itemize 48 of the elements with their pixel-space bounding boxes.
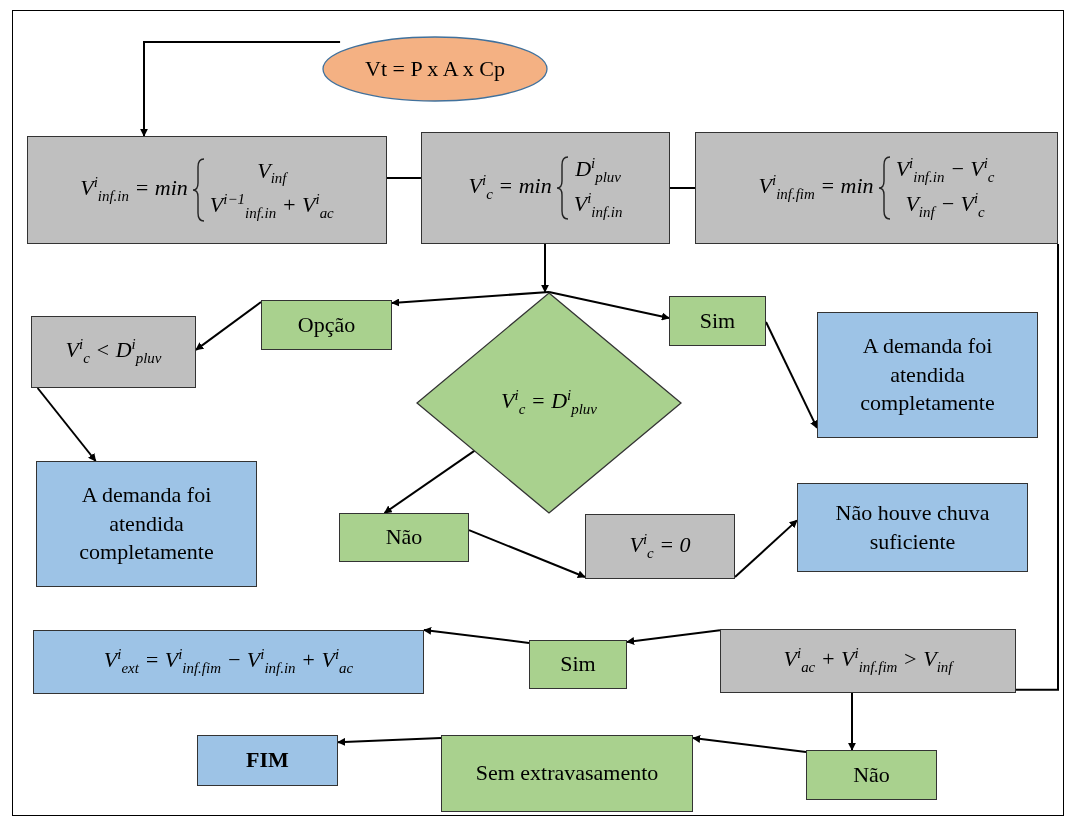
- option-box: [806, 750, 937, 800]
- option-box: [441, 735, 693, 812]
- result-box: [33, 630, 424, 694]
- arrow: [765, 321, 818, 429]
- arrow: [541, 243, 549, 293]
- arrow: [195, 301, 262, 351]
- result-box: [797, 483, 1028, 572]
- arrow: [548, 291, 670, 321]
- formula: V$^{i}$$_{ac}$ + V$^{i}$$_{inf.fim}$ > V$_{inf}$: [783, 644, 953, 678]
- arrow: [692, 735, 807, 753]
- formula: V$^{i}$$_{inf.fim}$ = min: [758, 171, 874, 205]
- option-box: [669, 296, 766, 346]
- formula: V$^{i}$$_{c}$ = min: [468, 171, 552, 205]
- result-box: [36, 461, 257, 587]
- node-label: Não: [385, 523, 423, 552]
- arrow: [626, 629, 721, 646]
- node-label: FIM: [246, 746, 289, 775]
- result-box: [817, 312, 1038, 438]
- node-label: A demanda foi atendida completamente: [78, 481, 215, 567]
- formula: V$_{inf}$: [257, 156, 287, 188]
- arrow: [337, 737, 442, 746]
- process-box: [585, 514, 735, 579]
- arrow: [140, 40, 342, 137]
- option-box: [339, 513, 469, 562]
- node-label: Não houve chuva suficiente: [834, 498, 991, 556]
- process-box: [27, 136, 387, 244]
- node-label: Opção: [297, 310, 356, 339]
- node-label: A demanda foi atendida completamente: [859, 332, 996, 418]
- option-box: [261, 300, 392, 350]
- formula: V$^{i}$$_{c}$ = 0: [629, 529, 691, 563]
- process-box: [421, 132, 670, 244]
- arrow: [468, 529, 586, 579]
- node-label: Vt = P x A x Cp: [365, 54, 505, 83]
- formula: V$^{i}$$_{inf.in}$ = min: [80, 173, 188, 207]
- option-box: [529, 640, 627, 689]
- process-box: [720, 629, 1016, 693]
- arrow: [734, 519, 798, 579]
- arrow: [36, 387, 97, 462]
- node-label: Não: [853, 760, 890, 789]
- node-label: Sim: [699, 306, 736, 335]
- node-label: Sem extravasamento: [475, 759, 659, 788]
- process-box: [695, 132, 1058, 244]
- node-label: Sim: [560, 650, 596, 679]
- arrow: [848, 692, 856, 751]
- arrow: [423, 626, 530, 644]
- result-box: [197, 735, 338, 786]
- arrow: [391, 291, 550, 307]
- process-box: [31, 316, 196, 388]
